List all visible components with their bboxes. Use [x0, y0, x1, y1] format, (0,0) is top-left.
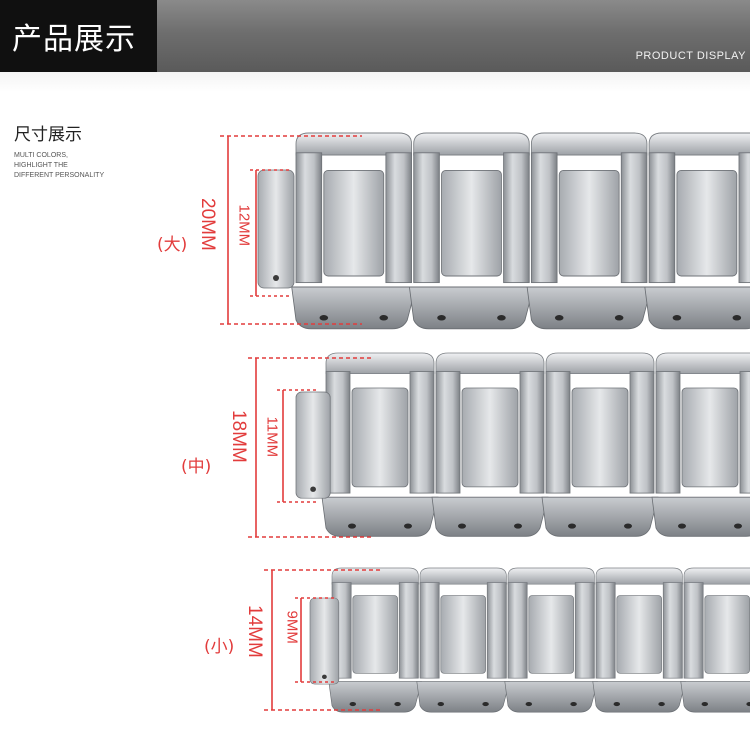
header-separator: [0, 72, 750, 92]
description-line: MULTI COLORS,: [14, 152, 68, 159]
header-banner: 产品展示 PRODUCT DISPLAY: [0, 0, 750, 72]
header-title-box: 产品展示: [0, 0, 157, 72]
large-outer-dimension: 20MM: [197, 198, 218, 251]
description-line: HIGHLIGHT THE: [14, 162, 68, 169]
large-endpiece: [257, 169, 295, 289]
header-title: 产品展示: [12, 22, 136, 57]
description-line: DIFFERENT PERSONALITY: [14, 172, 105, 179]
small-inner-dimension: 9MM: [283, 610, 301, 644]
medium-inner-dimension: 11MM: [263, 416, 281, 458]
small-outer-dimension: 14MM: [244, 605, 265, 658]
small-band: [328, 567, 750, 713]
small-dimension-lines: [264, 569, 382, 711]
large-dimension-lines: [220, 135, 362, 325]
small-size-label: (小): [204, 637, 235, 657]
medium-outer-dimension: 18MM: [228, 410, 249, 463]
medium-endpiece: [295, 391, 331, 499]
large-band: [291, 132, 750, 330]
medium-size-label: (中): [181, 457, 212, 477]
small-endpiece: [309, 597, 340, 685]
header-subtitle: PRODUCT DISPLAY: [635, 50, 746, 62]
medium-dimension-lines: [248, 357, 372, 538]
section-title: 尺寸展示: [14, 125, 82, 145]
large-size-label: (大): [157, 235, 188, 255]
section-description: MULTI COLORS, HIGHLIGHT THE DIFFERENT PE…: [14, 151, 124, 181]
medium-band: [321, 352, 750, 537]
large-inner-dimension: 12MM: [235, 204, 253, 247]
